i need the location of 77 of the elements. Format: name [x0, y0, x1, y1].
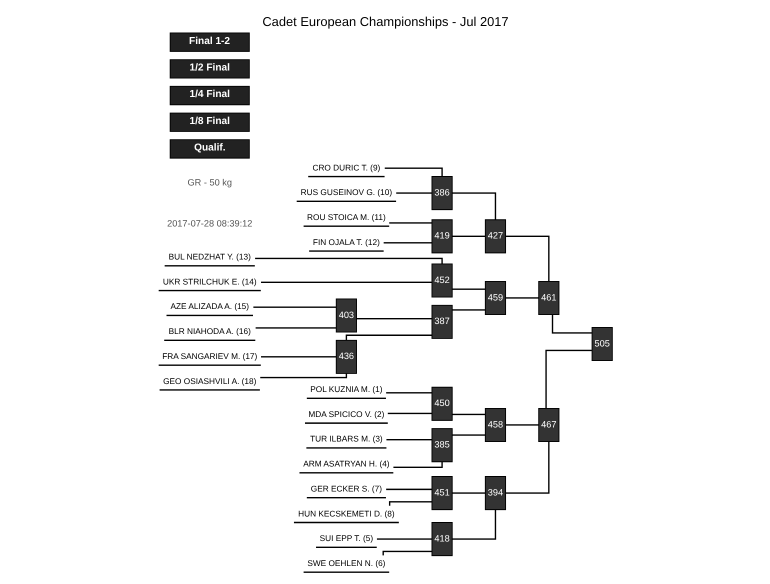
node-text: HUN KECSKEMETI D. (8) — [298, 509, 394, 518]
node-text: TUR ILBARS M. (3) — [310, 434, 382, 444]
node-box: 459 — [484, 280, 506, 315]
connector — [505, 442, 550, 494]
label: Qualif. — [194, 142, 226, 154]
node-text: CRO DURIC T. (9) — [312, 163, 380, 172]
label: Final 1-2 — [188, 36, 230, 47]
connector — [254, 258, 442, 264]
node-text: SWE OEHLEN N. (6) — [306, 558, 385, 568]
connector — [383, 242, 432, 244]
node-text: GER ECKER S. (7) — [310, 484, 382, 494]
connector — [392, 462, 442, 468]
node-box: 403 — [335, 298, 356, 332]
connector — [345, 334, 432, 340]
node-text: POL KUZNIA M. (1) — [310, 385, 382, 394]
connector — [505, 297, 538, 299]
node-box: 436 — [335, 340, 356, 374]
node-box: 450 — [431, 386, 452, 421]
node-text: BUL NEDZHAT Y. (13) — [168, 252, 250, 262]
connector — [505, 424, 538, 426]
connector — [255, 327, 336, 329]
node-box: 461 — [538, 280, 559, 315]
node-box: 419 — [431, 219, 452, 254]
node-text: BLR NIAHODA A. (16) — [168, 327, 250, 336]
connector — [387, 412, 432, 414]
label: 1/4 Final — [189, 89, 230, 100]
node-text: ARM ASATRYAN H. (4) — [302, 460, 390, 469]
label: 1/2 Final — [189, 62, 230, 74]
node-box: 385 — [431, 428, 452, 462]
connector — [356, 318, 432, 320]
connector — [260, 374, 347, 378]
connector — [260, 282, 432, 284]
connector — [452, 192, 496, 220]
node-text: AZE ALIZADA A. (15) — [170, 302, 249, 312]
node-box: 386 — [431, 176, 452, 210]
connector — [452, 434, 485, 436]
label: 1/8 Final — [189, 116, 230, 127]
connector — [452, 510, 496, 540]
node-box: 387 — [431, 304, 452, 339]
node-box: 467 — [538, 408, 559, 442]
node-box: 394 — [484, 476, 506, 510]
label: GR - 50 kg — [187, 177, 232, 188]
diagram-title: Cadet European Championships - Jul 2017 — [262, 14, 508, 29]
connector — [260, 356, 336, 358]
connector — [252, 306, 336, 308]
node-text: UKR STRILCHUK E. (14) — [162, 277, 256, 286]
connector — [388, 501, 432, 506]
node-text: SUI EPP T. (5) — [319, 534, 373, 544]
node-box: 452 — [431, 263, 452, 298]
connector — [505, 236, 550, 282]
node-box: 427 — [484, 219, 506, 254]
node-box: 458 — [484, 408, 506, 442]
connector — [551, 314, 592, 334]
node-text: FRA SANGARIEV M. (17) — [162, 352, 257, 361]
connector — [544, 350, 592, 408]
node-text: ROU STOICA M. (11) — [306, 212, 386, 222]
connector — [452, 414, 485, 416]
connector — [384, 168, 442, 176]
connector — [388, 222, 432, 224]
connector — [452, 309, 485, 311]
connector — [386, 392, 432, 394]
label: 2017-07-28 08:39:12 — [166, 218, 252, 229]
connector — [452, 492, 485, 494]
connector — [396, 192, 432, 194]
node-box: 505 — [591, 326, 612, 361]
node-text: FIN OJALA T. (12) — [312, 238, 380, 247]
node-box: 451 — [431, 476, 452, 510]
connector — [386, 488, 432, 490]
node-text: MDA SPICICO V. (2) — [308, 410, 384, 419]
connector — [452, 236, 485, 238]
node-text: RUS GUSEINOV G. (10) — [300, 188, 392, 198]
connector — [376, 538, 432, 540]
connector — [452, 288, 485, 290]
connector — [382, 550, 432, 556]
node-box: 418 — [431, 522, 452, 556]
connector — [386, 439, 432, 440]
node-text: GEO OSIASHVILI A. (18) — [162, 376, 256, 386]
